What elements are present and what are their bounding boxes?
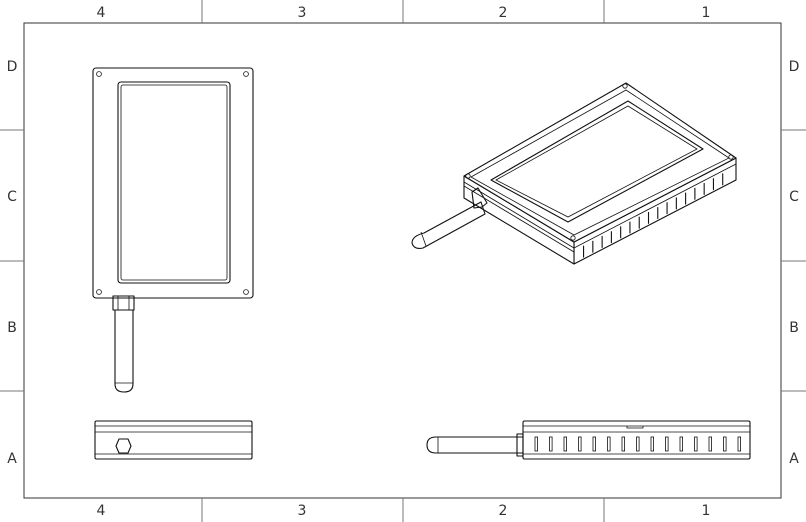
iso-antenna [411,201,486,249]
side-view-vents [534,436,741,452]
vent-slot [592,436,596,452]
mounting-hole [243,289,249,295]
vent-slot [578,436,582,452]
side-view [426,420,751,460]
bottom-view-body [94,420,253,460]
vent-slot [607,436,611,452]
hex-connector [115,438,132,454]
column-label: 4 [97,5,106,21]
vent-slot [694,436,698,452]
vent-slot [636,436,640,452]
column-label: 2 [499,5,508,21]
front-view-screen-inner [120,84,228,281]
row-label: D [7,59,18,75]
column-label: 2 [499,503,508,519]
front-view-screen-outer [117,81,231,284]
vent-slot [563,436,567,452]
vent-slot [679,436,683,452]
vent-slot [650,436,654,452]
row-label: C [7,189,17,205]
iso-antenna-connector [471,187,488,209]
mounting-hole [243,71,249,77]
vent-slot [737,436,741,452]
row-labels-right: D C B A [789,59,800,467]
iso-vents [583,173,724,258]
column-label: 4 [97,503,106,519]
iso-screen [490,100,704,223]
side-view-body [522,420,751,460]
vent-slot [723,436,727,452]
isometric-view [411,82,737,265]
mounting-hole [96,71,102,77]
mounting-hole [96,289,102,295]
row-labels-left: D C B A [7,59,18,467]
column-label: 1 [702,5,711,21]
column-label: 3 [298,5,307,21]
side-view-antenna [426,436,524,454]
front-view [92,67,254,393]
row-label: C [789,189,799,205]
vent-slot [549,436,553,452]
row-label: D [789,59,800,75]
drawing-border [23,22,782,499]
vent-slot [621,436,625,452]
vent-slot [665,436,669,452]
column-labels-bottom: 4 3 2 1 [97,503,711,519]
vent-slot [708,436,712,452]
row-label: B [789,320,799,336]
column-label: 1 [702,503,711,519]
column-label: 3 [298,503,307,519]
antenna [114,309,134,393]
bottom-view [94,420,253,460]
row-label: A [789,451,799,467]
vent-slot [534,436,538,452]
column-labels-top: 4 3 2 1 [97,5,711,21]
row-label: A [7,451,17,467]
front-view-plate [92,67,254,299]
row-label: B [7,320,17,336]
